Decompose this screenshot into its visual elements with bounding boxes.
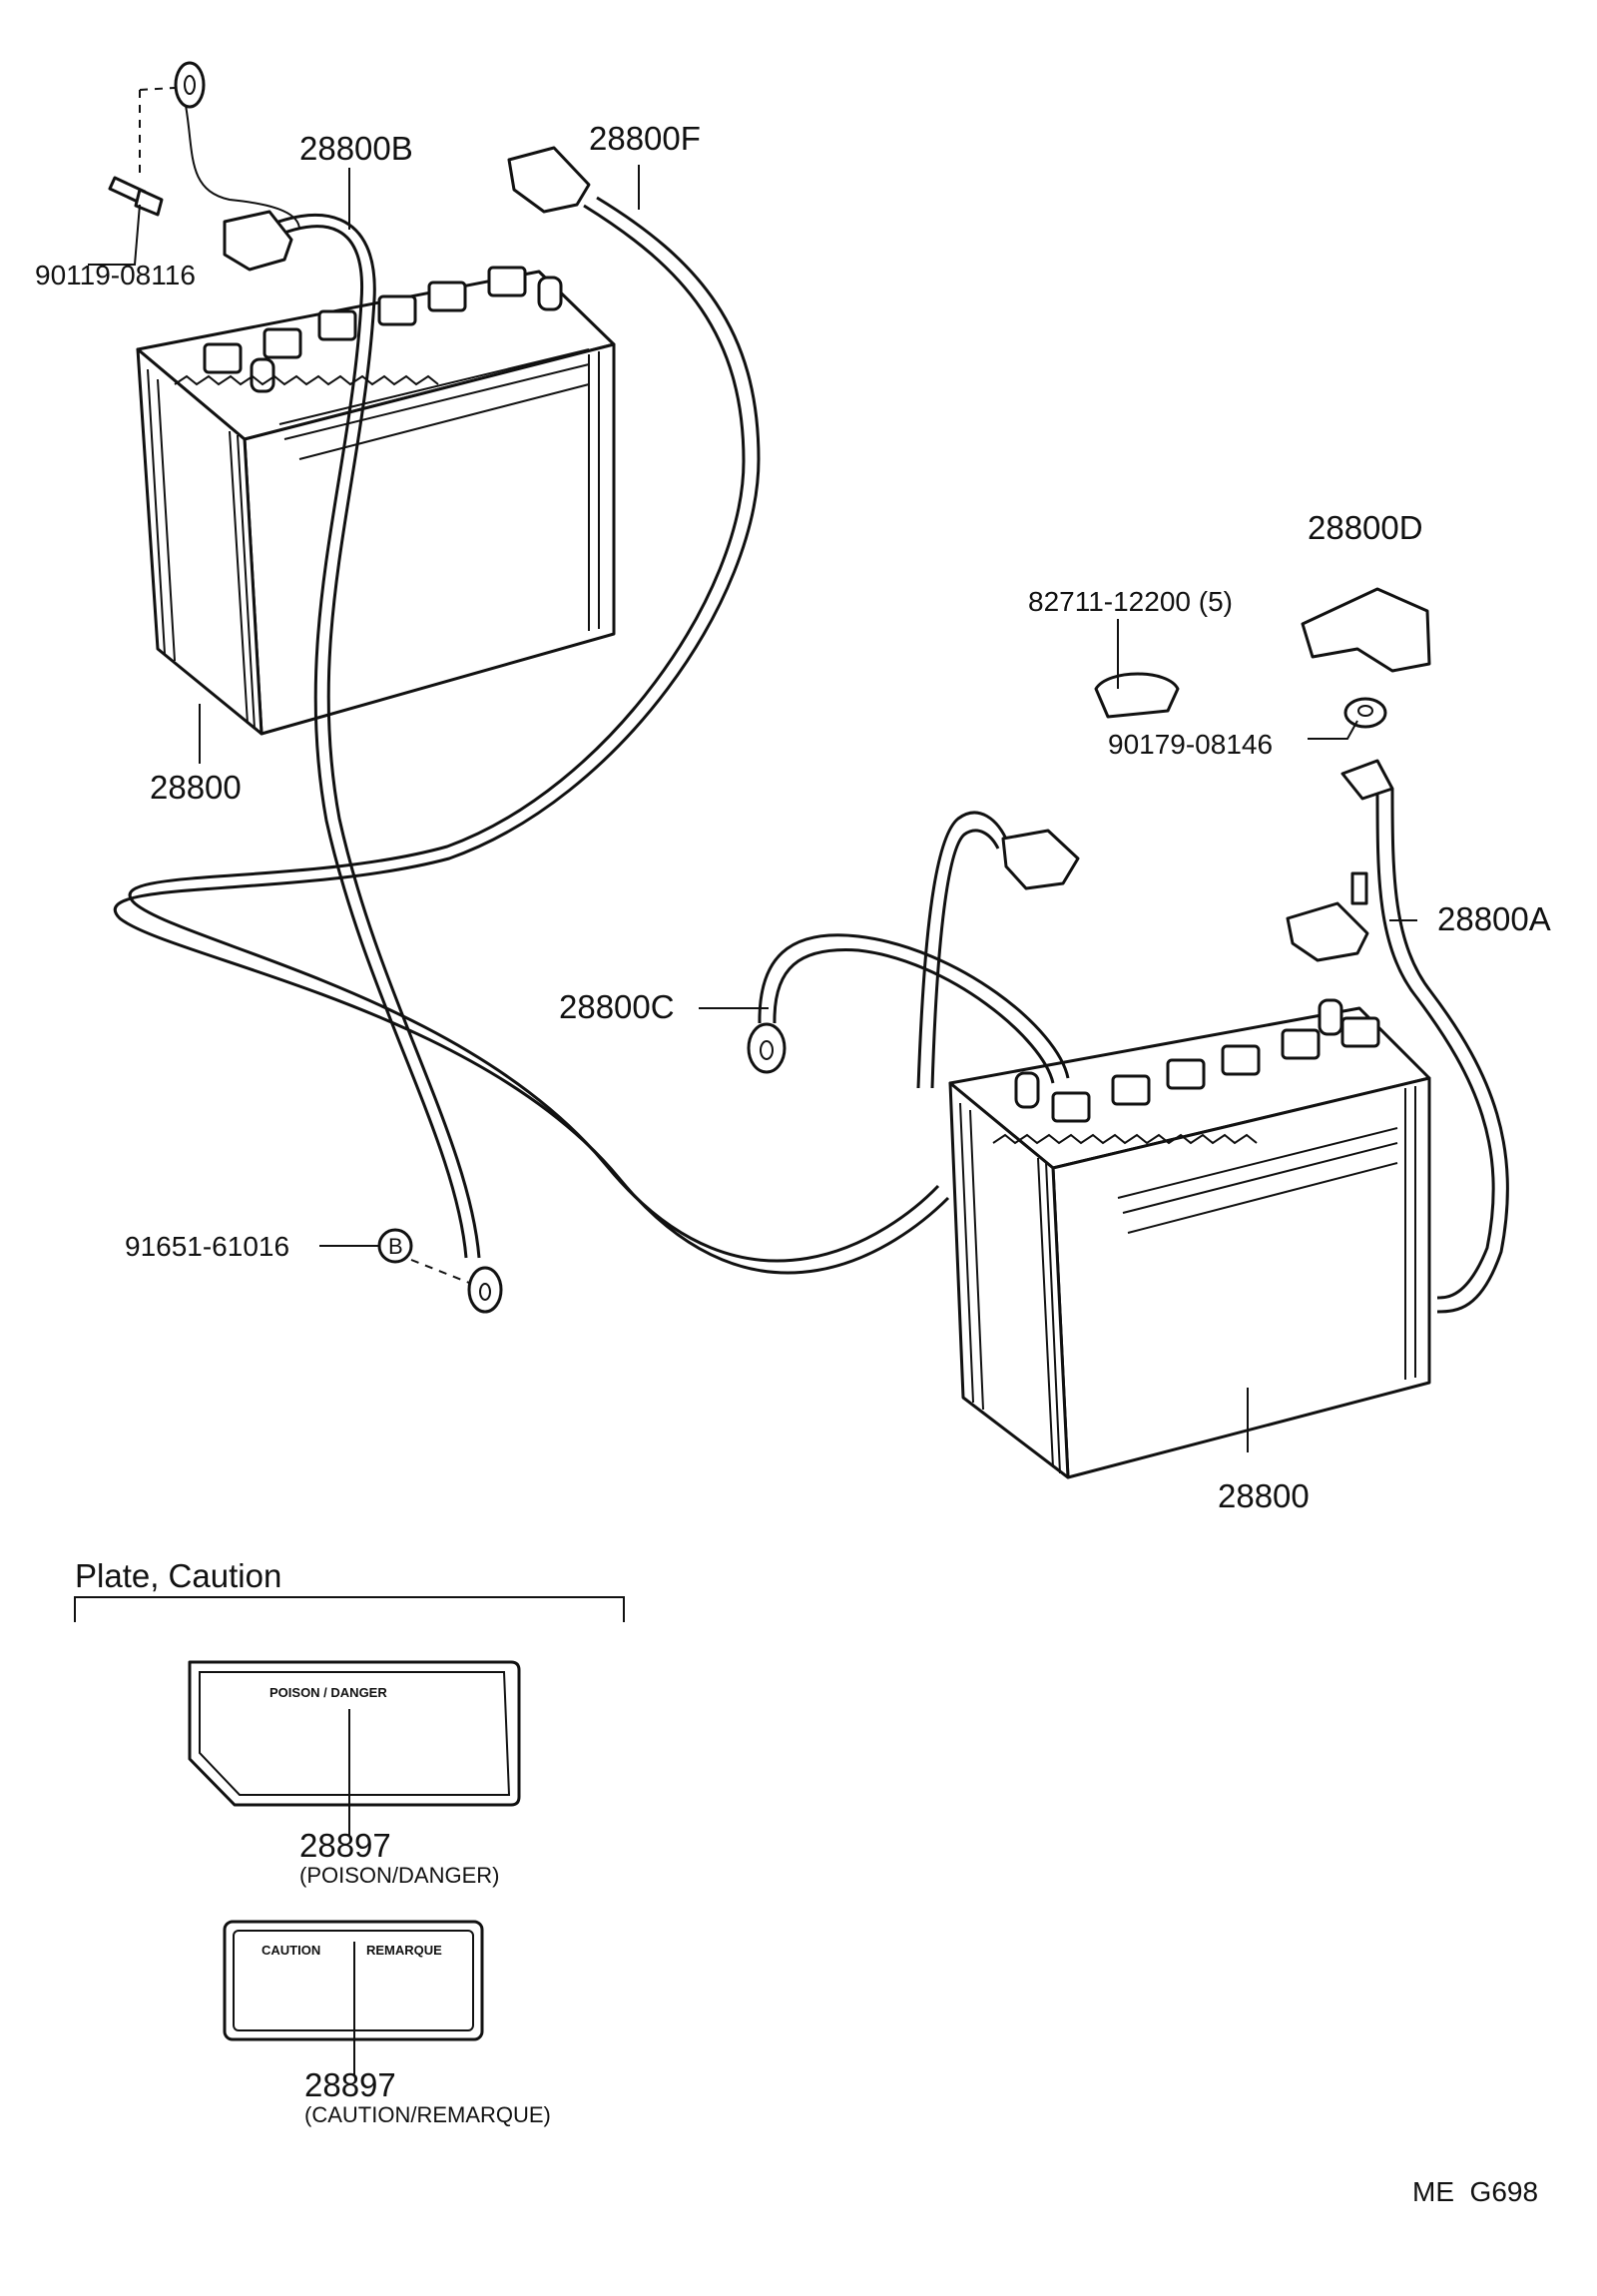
hose-clamp-icon bbox=[1094, 672, 1180, 719]
upper-battery bbox=[136, 266, 616, 736]
label-battery-upper: 28800 bbox=[150, 769, 242, 806]
nut-icon bbox=[1343, 697, 1387, 729]
label-cable-c: 28800C bbox=[559, 988, 675, 1025]
plate2-left: CAUTION bbox=[262, 1943, 320, 1958]
callout-b-letter: B bbox=[388, 1234, 403, 1259]
label-cable-f: 28800F bbox=[589, 120, 701, 157]
connector-c-icon bbox=[1001, 829, 1080, 890]
plate2-number: 28897 bbox=[304, 2066, 396, 2103]
footer-code: ME G698 bbox=[1412, 2176, 1538, 2207]
lower-battery bbox=[948, 998, 1431, 1479]
label-cable-b: 28800B bbox=[299, 130, 413, 167]
bolt-icon bbox=[108, 176, 164, 217]
label-nut: 90179-08146 bbox=[1108, 729, 1273, 760]
label-terminal-a: 28800A bbox=[1437, 900, 1551, 937]
ring-terminal-icon bbox=[174, 61, 206, 109]
label-battery-lower: 28800 bbox=[1218, 1477, 1310, 1514]
plate1-desc: (POISON/DANGER) bbox=[299, 1863, 499, 1888]
label-terminal-bolt: 91651-61016 bbox=[125, 1231, 289, 1262]
leader-lines bbox=[88, 165, 1417, 1452]
plate-poison-danger bbox=[188, 1660, 521, 1807]
plate2-desc: (CAUTION/REMARQUE) bbox=[304, 2102, 551, 2127]
label-clamp: 82711-12200 (5) bbox=[1028, 586, 1233, 617]
plate1-text: POISON / DANGER bbox=[269, 1685, 387, 1700]
small-parts bbox=[108, 61, 1431, 1314]
caution-plates: Plate, Caution POISON / DANGER 28897 (PO… bbox=[74, 1557, 625, 2127]
terminal-clamp-icon bbox=[223, 210, 293, 272]
connector-icon bbox=[507, 146, 591, 214]
terminal-cover-icon bbox=[1301, 587, 1431, 673]
plate2-right: REMARQUE bbox=[366, 1943, 442, 1958]
plate1-number: 28897 bbox=[299, 1827, 391, 1864]
label-cover-d: 28800D bbox=[1308, 509, 1423, 546]
battery-terminal-icon bbox=[1286, 901, 1369, 962]
cables bbox=[113, 99, 1509, 1314]
plates-heading: Plate, Caution bbox=[75, 1557, 281, 1594]
label-bolt: 90119-08116 bbox=[35, 260, 196, 290]
part-labels: 90119-08116 28800B 28800F 28800 82711-12… bbox=[35, 120, 1551, 1514]
